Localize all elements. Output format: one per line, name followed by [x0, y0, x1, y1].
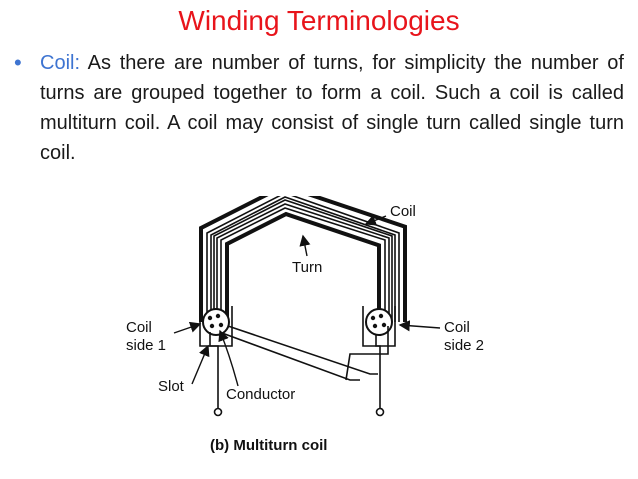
- bullet-text: As there are number of turns, for simpli…: [40, 52, 624, 164]
- label-conductor: Conductor: [226, 386, 295, 403]
- bullet-term: Coil:: [40, 52, 81, 74]
- bullet-dot-icon: •: [14, 50, 22, 75]
- label-coil-side1-line2: side 1: [126, 337, 166, 354]
- label-coil-side2-line2: side 2: [444, 337, 484, 354]
- label-coil-side1-line1: Coil: [126, 319, 152, 336]
- coil-connections: [209, 325, 389, 417]
- diagram-caption: (b) Multiturn coil: [210, 437, 327, 454]
- slot-left: [199, 306, 233, 347]
- label-slot: Slot: [158, 378, 185, 395]
- bullet-paragraph: Coil: As there are number of turns, for …: [40, 48, 624, 168]
- diagram-labels: Coil Turn Coil side 1 Coil side 2 Slot C…: [126, 203, 484, 454]
- coil-bundle: [199, 196, 407, 322]
- multiturn-coil-diagram: Coil Turn Coil side 1 Coil side 2 Slot C…: [126, 196, 484, 454]
- label-turn: Turn: [292, 259, 322, 276]
- slide-title: Winding Terminologies: [178, 5, 460, 36]
- label-coil: Coil: [390, 203, 416, 220]
- label-coil-side2-line1: Coil: [444, 319, 470, 336]
